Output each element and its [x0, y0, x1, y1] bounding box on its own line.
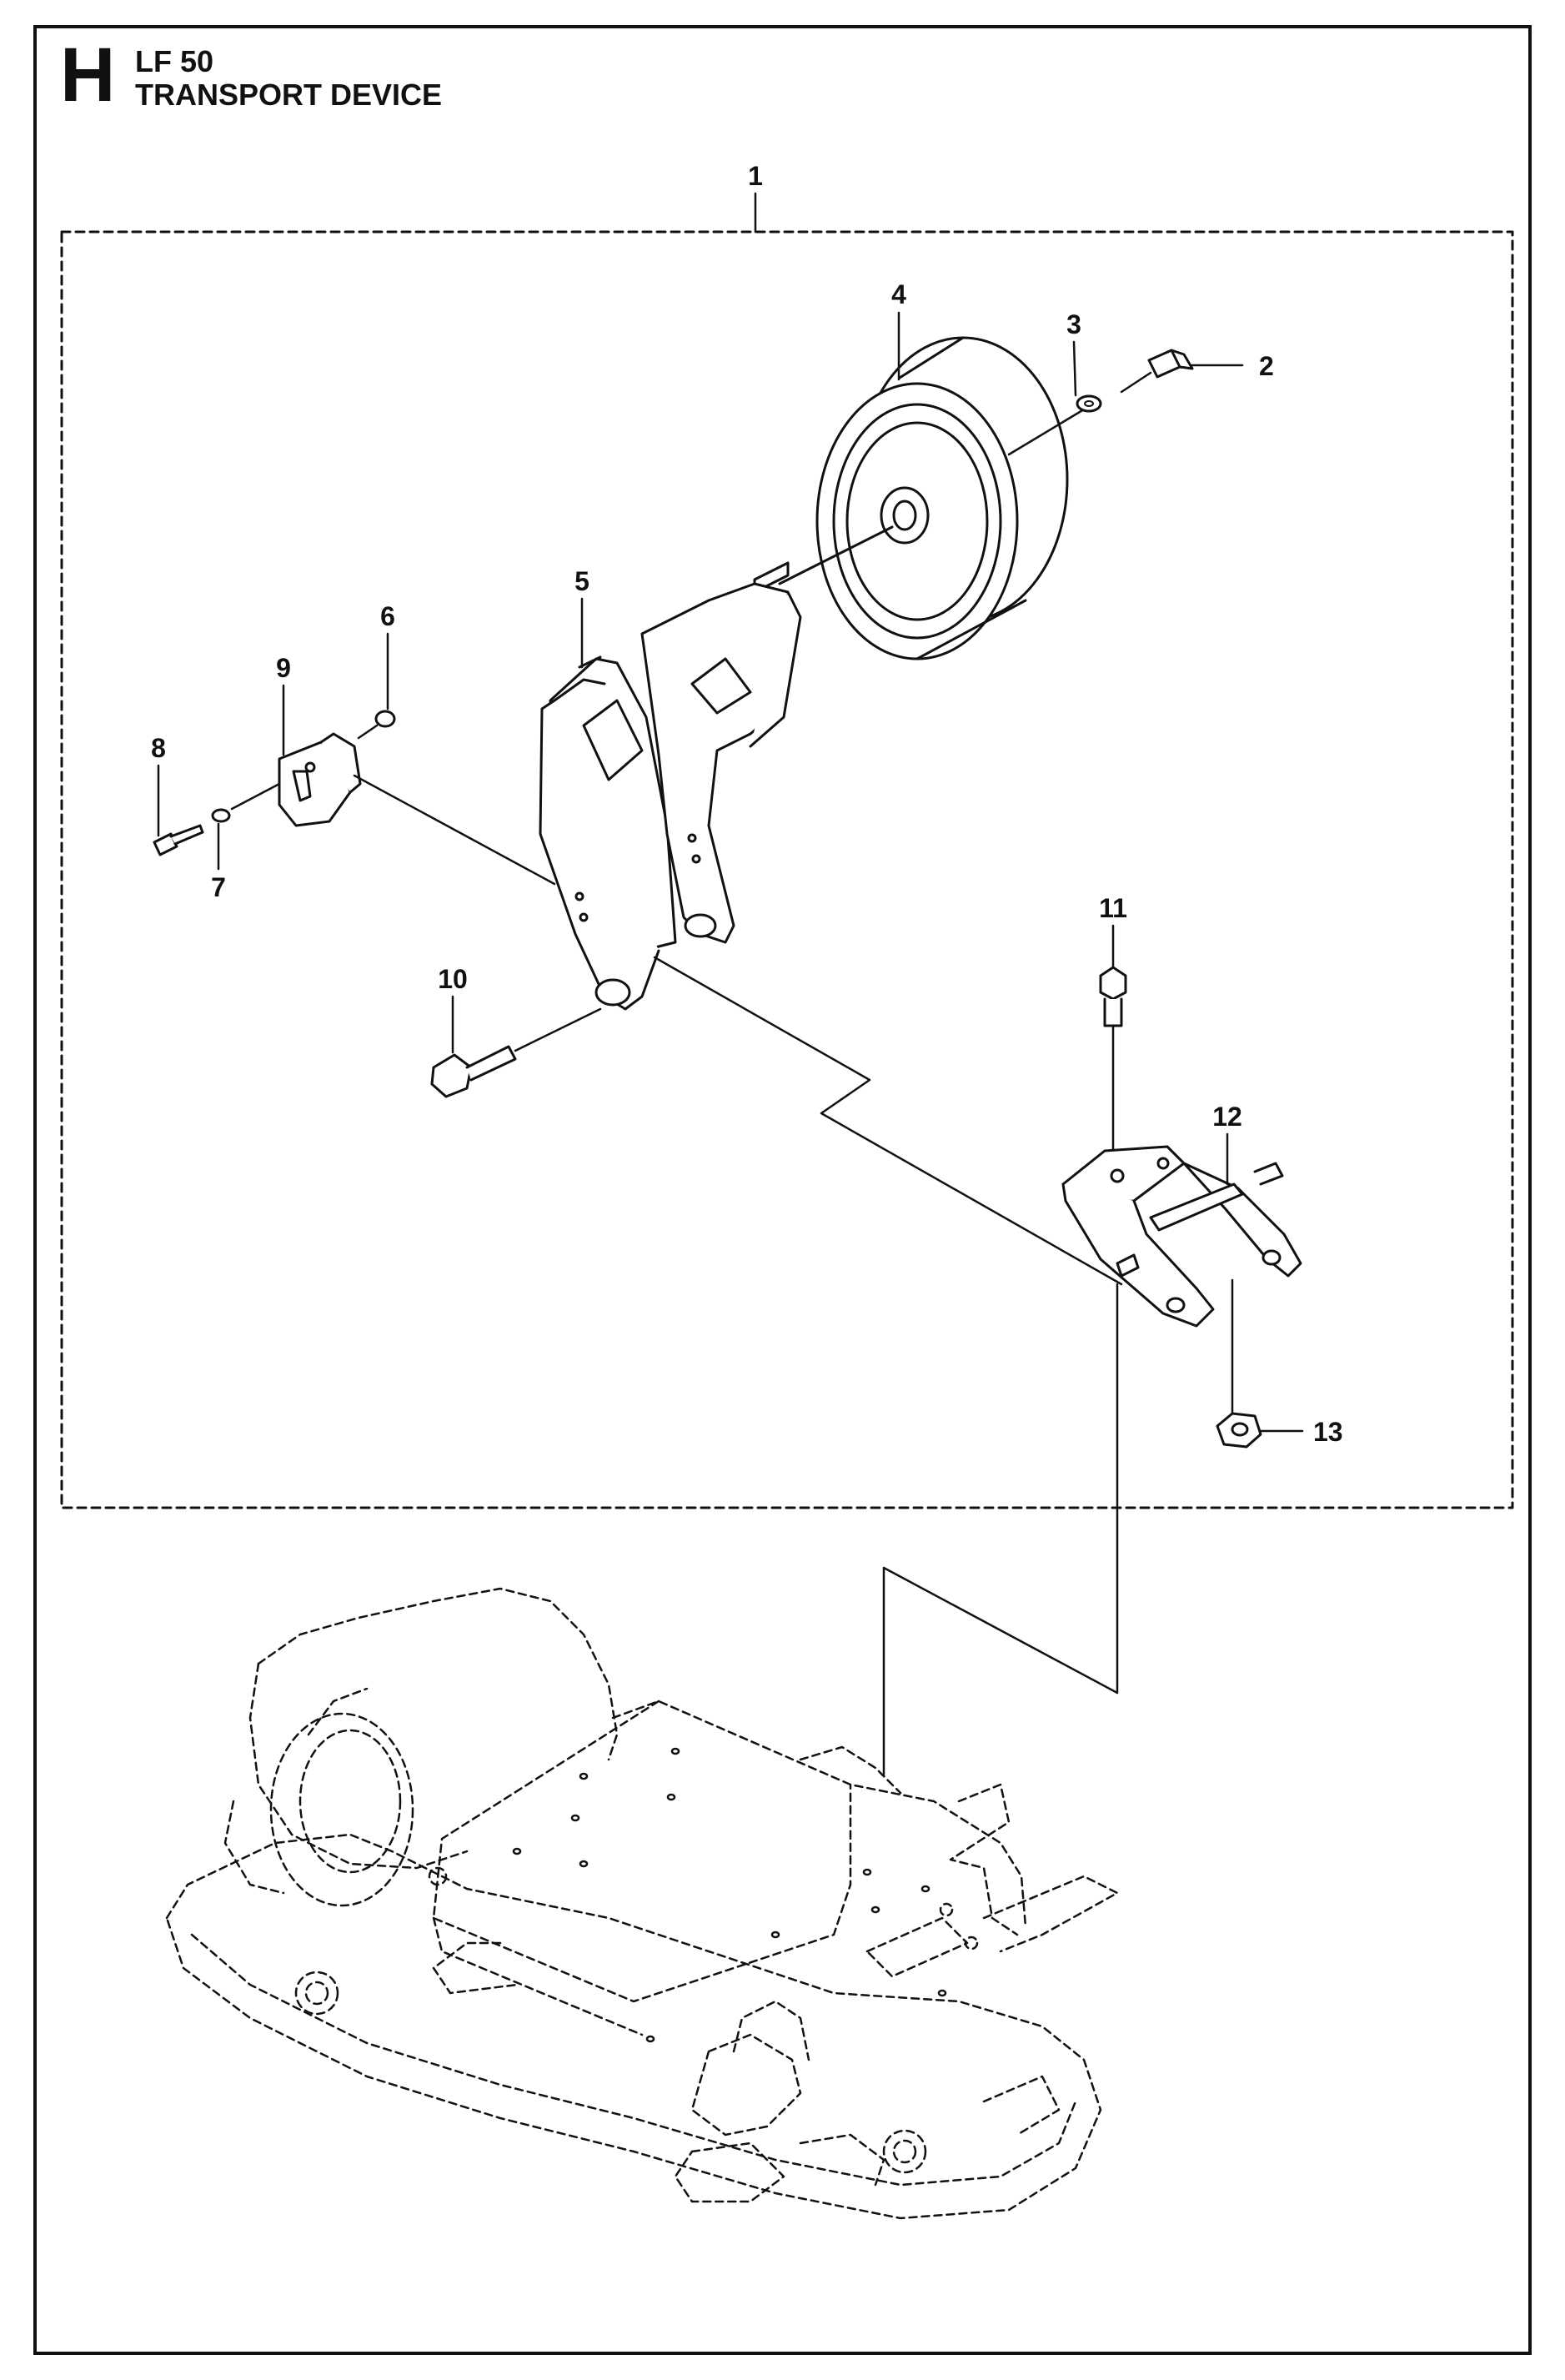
callout-8: 8 — [151, 733, 166, 763]
callout-11: 11 — [1099, 893, 1127, 923]
section-letter: H — [60, 33, 116, 118]
bracket-part — [539, 582, 802, 1011]
bolt-11 — [1099, 966, 1127, 1027]
wheel-part — [815, 336, 1069, 660]
callout-5: 5 — [574, 566, 589, 596]
washer-3 — [1076, 394, 1102, 413]
callout-10: 10 — [438, 964, 468, 994]
leader-3 — [1072, 340, 1077, 397]
bracket-hinge-line — [653, 956, 1123, 1286]
page-frame — [33, 25, 1532, 2355]
nut-13 — [1216, 1412, 1262, 1449]
axle-line — [1007, 405, 1090, 456]
callout-2: 2 — [1259, 351, 1274, 381]
callout-6: 6 — [380, 601, 395, 631]
axle-shaft — [778, 525, 894, 585]
callout-9: 9 — [276, 653, 291, 683]
base-machine-outline — [165, 1587, 1119, 2220]
callout-13: 13 — [1313, 1417, 1343, 1447]
axle-line-2 — [1120, 371, 1152, 394]
bolt-10 — [430, 1045, 517, 1098]
nut-6 — [374, 710, 396, 728]
callout-4: 4 — [891, 279, 906, 309]
bolt-2 — [1147, 349, 1194, 379]
clamp-bracket-line — [353, 774, 556, 886]
washer-7 — [211, 808, 231, 823]
callout-12: 12 — [1212, 1102, 1242, 1132]
clamp-part — [278, 732, 362, 827]
page-title: TRANSPORT DEVICE — [135, 78, 443, 112]
model-name: LF 50 — [135, 44, 214, 78]
hinge-part — [1061, 1145, 1302, 1328]
assembly-group-box — [60, 230, 1514, 1509]
hinge-base-line — [882, 1283, 1119, 1778]
bolt-8 — [153, 824, 204, 856]
callout-3: 3 — [1066, 309, 1081, 339]
base-holes — [512, 1747, 947, 2043]
callout-1: 1 — [748, 161, 763, 191]
callout-7: 7 — [211, 872, 226, 902]
